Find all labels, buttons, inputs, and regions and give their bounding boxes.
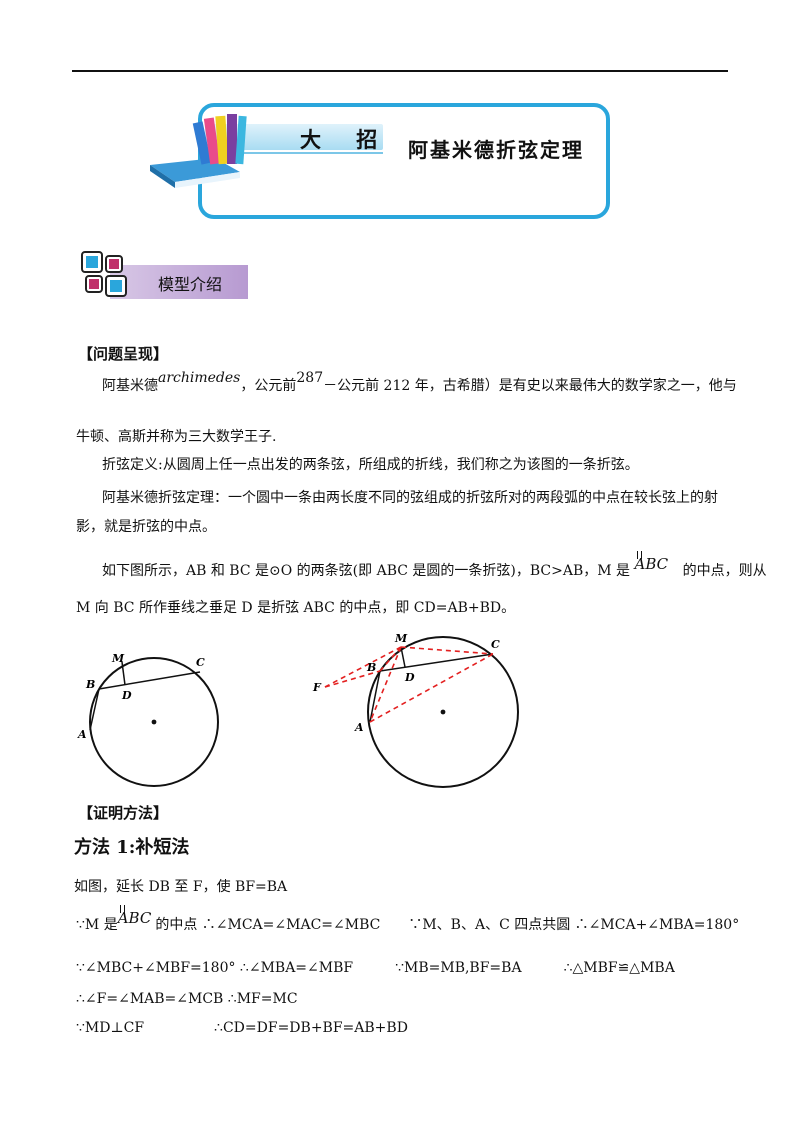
l2-text-a: ∵M 是 [76,917,118,933]
p1-text-c: －公元前 212 年，古希腊）是有史以来最伟大的数学家之一，他与 [323,378,737,394]
figure-left: M C B D A [77,652,219,787]
label-m-right: M [394,632,408,645]
center-dot-left [151,719,157,725]
p1-text-b: ，公元前 [240,378,297,394]
dashed-lines [324,646,494,723]
proof-heading: 【证明方法】 [78,804,169,822]
paragraph-5: M 向 BC 所作垂线之垂足 D 是折弦 ABC 的中点，即 CD=AB+BD。 [76,600,516,616]
p4-arc-label: ABC [634,555,669,573]
l2-text-b: 的中点 ∴∠MCA=∠MAC=∠MBC ∵M、B、A、C 四点共圆 ∴∠MCA+… [155,917,740,933]
chord-bc-right [379,653,494,672]
p1-text-a: 阿基米德 [102,378,158,394]
proof-line-3: ∵∠MBC+∠MBF=180° ∴∠MBA=∠MBF ∵MB=MB,BF=BA … [76,960,675,976]
paragraph-2: 折弦定义:从圆周上任一点出发的两条弦，所组成的折线，我们称之为该图的一条折弦。 [102,457,639,473]
p1-year: 287 [296,370,324,386]
proof-line-5: ∵MD⊥CF ∴CD=DF=DB+BF=AB+BD [76,1020,408,1036]
paragraph-1-cont: 牛顿、高斯并称为三大数学王子. [76,429,277,445]
perp-md-left [121,661,126,686]
section-label: 模型介绍 [158,275,223,294]
p1-name: archimedes [158,370,241,386]
figure-right: M C B D F A [312,632,519,788]
label-c-right: C [491,638,500,651]
chapter-banner [198,103,610,219]
label-a-right: A [354,721,364,734]
banner-dazhao: 大 招 [300,127,392,152]
label-b-right: B [366,661,376,674]
perp-md-right [400,646,406,668]
paragraph-3: 阿基米德折弦定理：一个圆中一条由两长度不同的弦组成的折弦所对的两段弧的中点在较长… [102,490,718,506]
center-dot-right [440,709,446,715]
banner-title: 阿基米德折弦定理 [408,138,584,162]
squares-icon [81,251,127,297]
label-m-left: M [111,652,125,665]
p4-text-a: 如下图所示，AB 和 BC 是⊙O 的两条弦(即 ABC 是圆的一条折弦)，BC… [102,563,631,579]
chord-ab-right [369,670,381,723]
circle-left [89,657,219,787]
paragraph-1: 阿基米德archimedes，公元前287－公元前 212 年，古希腊）是有史以… [102,370,737,396]
paragraph-3-cont: 影，就是折弦的中点。 [76,519,216,535]
label-b-left: B [85,678,95,691]
problem-heading: 【问题呈现】 [78,345,169,363]
label-d-left: D [121,689,132,702]
proof-line-1: 如图，延长 DB 至 F，使 BF=BA [74,879,288,895]
chord-bc-left [98,671,201,690]
label-c-left: C [196,656,205,669]
top-rule [72,70,728,72]
label-a-left: A [77,728,87,741]
chord-ab-left [89,688,100,731]
section-tag-box [110,265,248,299]
l2-arc-label: ABC [117,909,152,927]
paragraph-4: 如下图所示，AB 和 BC 是⊙O 的两条弦(即 ABC 是圆的一条折弦)，BC… [102,555,767,581]
banner-underline [205,152,383,154]
method-1-title: 方法 1:补短法 [74,837,190,858]
proof-line-4: ∴∠F=∠MAB=∠MCB ∴MF=MC [76,991,298,1007]
label-f-right: F [312,681,322,694]
books-icon [150,114,247,188]
label-d-right: D [404,671,415,684]
circle-right [367,636,519,788]
p4-text-b: 的中点，则从 [682,563,767,579]
